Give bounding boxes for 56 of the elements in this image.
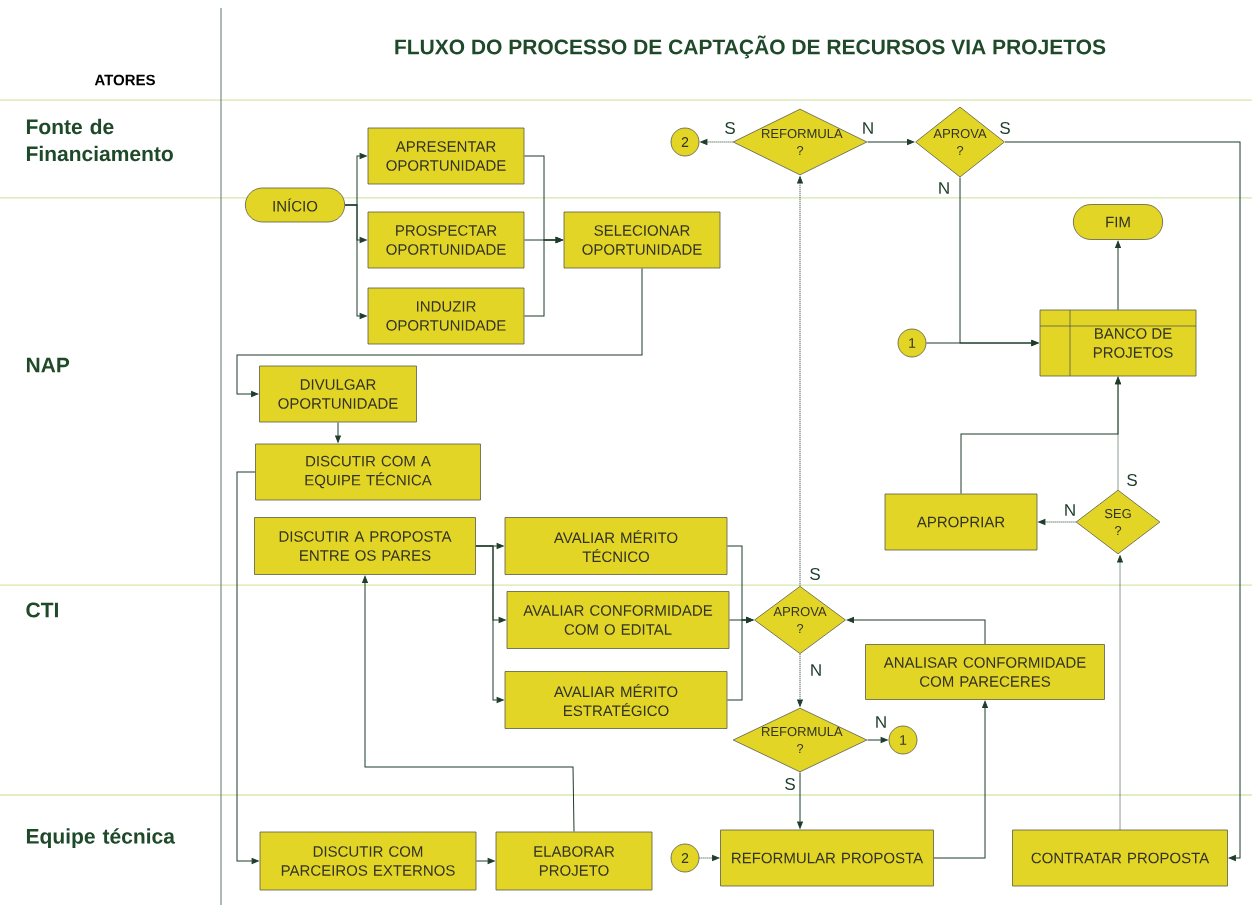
process-box: REFORMULAR PROPOSTA [720, 829, 934, 887]
column-header: ATORES [94, 74, 155, 86]
lane-label: CTI [26, 602, 58, 618]
process-box: AVALIAR CONFORMIDADE COM O EDITAL [506, 591, 730, 649]
arrow [475, 545, 504, 703]
process-box: PROSPECTAR OPORTUNIDADE [367, 211, 525, 269]
arrow [1004, 141, 1241, 861]
lane-label: NAP [26, 357, 70, 373]
process-box: ELABORAR PROJETO [495, 831, 653, 891]
process-box: SELECIONAR OPORTUNIDADE [563, 211, 721, 269]
process-box: CONTRATAR PROPOSTA [1012, 829, 1228, 887]
process-box: APROPRIAR [884, 493, 1038, 551]
process-box: ANALISAR CONFORMIDADE COM PARECERES [865, 644, 1105, 700]
arrow [797, 771, 803, 829]
process-box: APRESENTAR OPORTUNIDADE [367, 127, 525, 185]
edge-label: N [873, 715, 889, 729]
arrow [335, 421, 341, 443]
process-box: DISCUTIR COM PARCEIROS EXTERNOS [259, 831, 477, 891]
process-box: DISCUTIR COM A EQUIPE TÉCNICA [255, 443, 481, 501]
terminal-box: INÍCIO [244, 187, 346, 223]
arrow [344, 204, 367, 319]
arrow [960, 377, 1121, 495]
title: FLUXO DO PROCESSO DE CAPTAÇÃO DE RECURSOS VIA PROJETOS [395, 35, 1106, 59]
arrow [700, 139, 734, 145]
arrow [797, 176, 803, 587]
process-box: DISCUTIR A PROPOSTA ENTRE OS PARES [254, 517, 476, 575]
process-box: DIVULGAR OPORTUNIDADE [259, 365, 417, 423]
arrow [1117, 555, 1123, 831]
edge-label: S [783, 777, 797, 792]
arrow [866, 139, 915, 145]
arrow [236, 267, 643, 397]
arrow [523, 237, 563, 317]
arrow [846, 617, 986, 645]
arrow [925, 340, 1039, 346]
arrow [933, 700, 988, 859]
arrow [726, 617, 754, 701]
edge-label: N [936, 181, 952, 195]
process-box: AVALIAR MÉRITO TÉCNICO [504, 517, 728, 575]
terminal-box: FIM [1072, 204, 1164, 240]
arrow [475, 858, 495, 864]
edge-label: S [1125, 473, 1139, 487]
arrow [1038, 519, 1077, 525]
lane-label: Equipe técnica [26, 828, 176, 848]
arrow [236, 471, 259, 864]
arrow [797, 653, 803, 707]
edge-label: N [1062, 503, 1078, 517]
lane-label: Fonte de Financiamento [26, 118, 173, 162]
arrow [362, 575, 575, 833]
edge-label: S [808, 567, 822, 582]
edge-label: N [808, 663, 824, 677]
arrow [866, 737, 888, 743]
process-box: AVALIAR MÉRITO ESTRATÉGICO [504, 671, 728, 729]
process-box: INDUZIR OPORTUNIDADE [367, 287, 525, 345]
arrow [1115, 240, 1121, 311]
arrow [698, 855, 720, 861]
storage-box: BANCO DE PROJETOS [1039, 309, 1197, 377]
